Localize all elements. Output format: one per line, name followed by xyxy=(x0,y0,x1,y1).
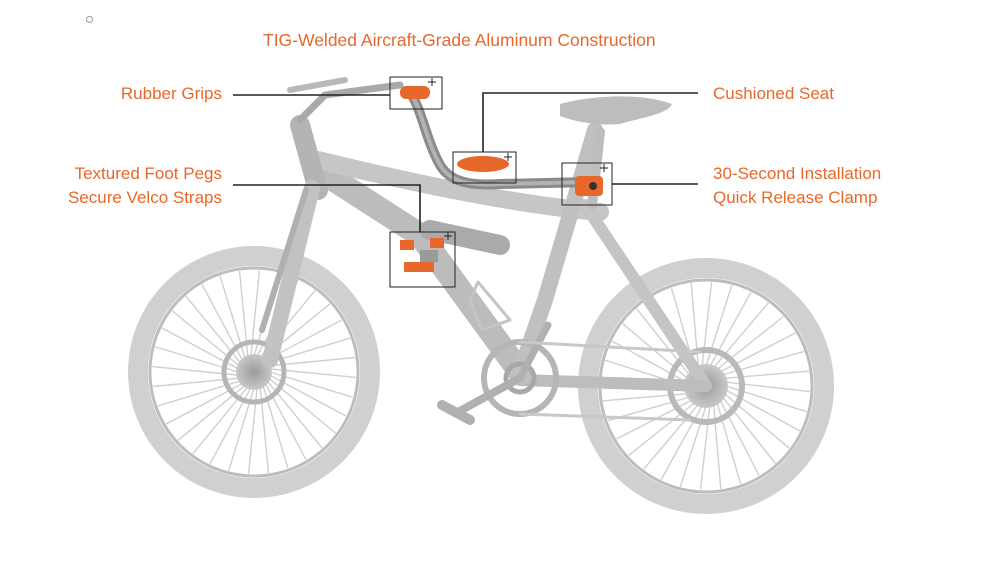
callout-line: Rubber Grips xyxy=(120,84,222,103)
callout-installation: 30-Second Installation Quick Release Cla… xyxy=(713,162,881,210)
callout-line: 30-Second Installation xyxy=(713,164,882,183)
wheel-spoke xyxy=(719,399,760,476)
wheel-spoke xyxy=(719,332,796,373)
callout-rubber-grips: Rubber Grips xyxy=(110,82,222,106)
bullet-dot xyxy=(86,16,93,23)
plus-icon xyxy=(428,78,608,240)
callout-cushioned-seat: Cushioned Seat xyxy=(713,82,834,106)
foot-peg xyxy=(400,240,414,250)
rubber-grip xyxy=(400,86,430,99)
bike-saddle xyxy=(560,96,672,125)
diagram-title: TIG-Welded Aircraft-Grade Aluminum Const… xyxy=(263,30,656,50)
leader-lines xyxy=(233,92,698,232)
front-wheel xyxy=(128,246,380,498)
callout-line: Secure Velco Straps xyxy=(67,188,222,207)
callout-foot-pegs: Textured Foot Pegs Secure Velco Straps xyxy=(54,162,222,210)
cushioned-seat-pad xyxy=(457,156,509,172)
wheel-spoke xyxy=(725,389,801,432)
bike-frame xyxy=(259,77,712,425)
wheel-spoke xyxy=(660,405,703,481)
callout-line: Quick Release Clamp xyxy=(713,188,878,207)
wheel-spoke xyxy=(709,291,752,367)
callout-line: Cushioned Seat xyxy=(713,84,834,103)
kid-seat-accessory xyxy=(400,86,603,272)
callout-line: Textured Foot Pegs xyxy=(74,164,222,183)
